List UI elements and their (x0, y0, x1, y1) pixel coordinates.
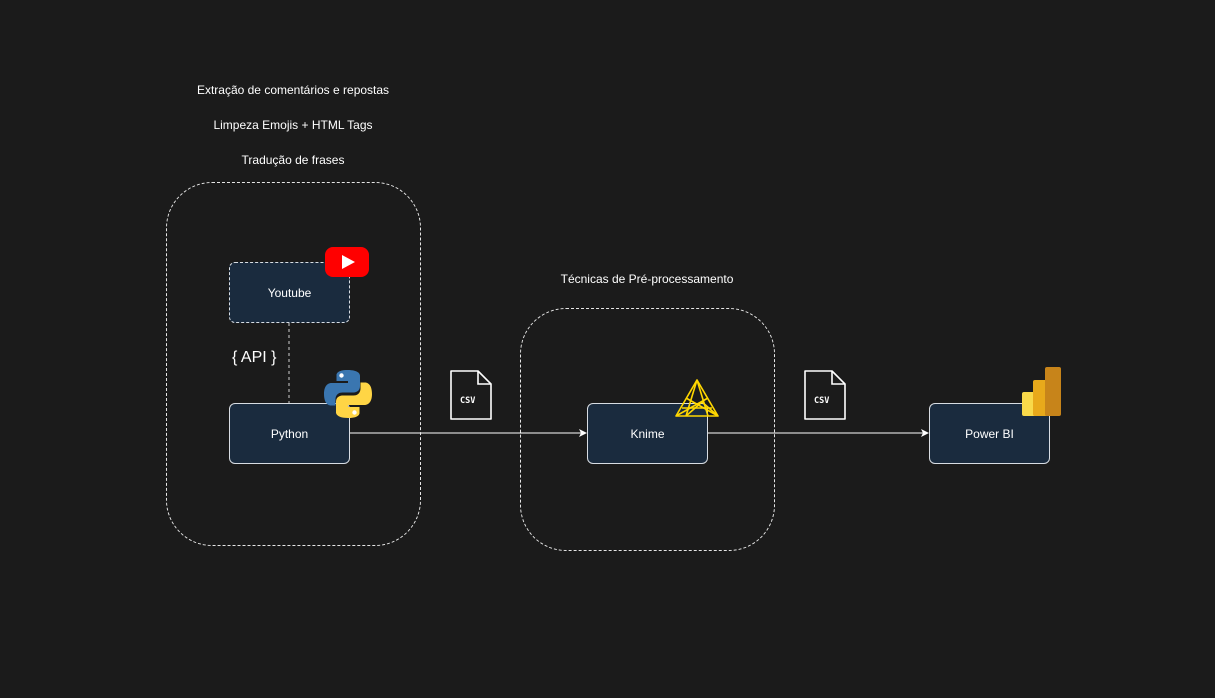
python-icon (324, 370, 372, 418)
python-node-label: Python (270, 426, 309, 441)
csv-file-label: CSV (814, 396, 829, 406)
knime-node[interactable]: Knime (587, 403, 708, 464)
powerbi-node-label: Power BI (965, 426, 1014, 441)
csv-file-icon: CSV (804, 370, 846, 420)
youtube-icon (325, 247, 369, 277)
note-translation: Tradução de frases (241, 153, 345, 167)
note-extraction: Extração de comentários e repostas (196, 83, 390, 97)
note-preprocessing: Técnicas de Pré-processamento (560, 272, 734, 286)
csv-file-icon: CSV (450, 370, 492, 420)
knime-icon (675, 379, 719, 417)
youtube-node-label: Youtube (267, 285, 312, 300)
youtube-node[interactable]: Youtube (229, 262, 350, 323)
knime-node-label: Knime (630, 426, 665, 441)
csv-file-label: CSV (460, 396, 475, 406)
powerbi-icon (1022, 367, 1061, 416)
python-group (166, 182, 421, 546)
note-cleaning: Limpeza Emojis + HTML Tags (213, 118, 373, 132)
knime-group (520, 308, 775, 551)
api-label: { API } (232, 349, 277, 366)
python-node[interactable]: Python (229, 403, 350, 464)
